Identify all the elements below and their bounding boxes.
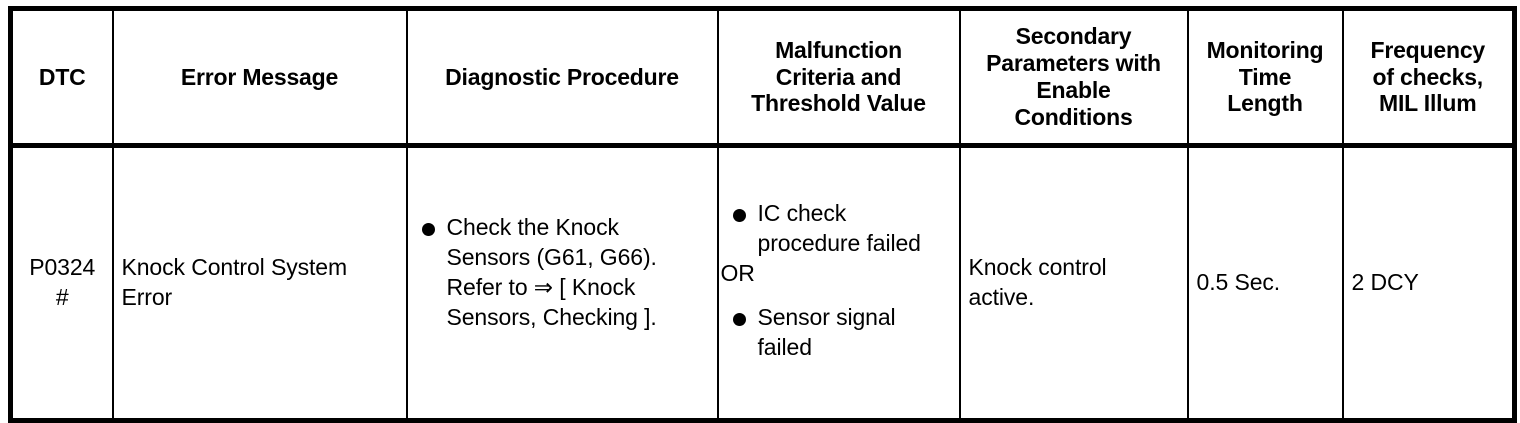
cell-dtc: P0324 #: [10, 145, 114, 421]
list-item: IC check procedure failed: [732, 199, 949, 259]
header-label-malfunction-line1: Malfunction: [775, 36, 902, 63]
header-label-diagnostic-procedure: Diagnostic Procedure: [445, 63, 679, 90]
header-row: DTC Error Message Diagnostic Procedure M…: [10, 8, 1515, 148]
column-header-error-message: Error Message: [111, 8, 408, 148]
secondary-parameters-value: Knock control active.: [968, 254, 1107, 310]
header-label-secondary-line3: Enable: [1036, 77, 1111, 103]
header-label-error-message: Error Message: [180, 63, 339, 90]
header-label-frequency-line1: Frequency: [1370, 36, 1485, 63]
header-label-malfunction-line3: Threshold Value: [751, 90, 926, 117]
diagnostic-procedure-text: Check the Knock Sensors (G61, G66). Refe…: [446, 214, 657, 330]
malfunction-criteria-text-1: IC check procedure failed: [757, 200, 921, 257]
error-message-value: Knock Control System Error: [121, 254, 348, 310]
header-label-frequency-line3: MIL Illum: [1379, 90, 1477, 117]
malfunction-criteria-list: IC check procedure failed OR Sensor sign…: [719, 199, 959, 362]
column-header-frequency-of-checks: Frequency of checks, MIL Illum: [1341, 8, 1515, 148]
cell-secondary-parameters: Knock control active.: [958, 145, 1189, 421]
header-label-malfunction-line2: Criteria and: [775, 63, 902, 90]
diagnostic-procedure-list: Check the Knock Sensors (G61, G66). Refe…: [408, 213, 717, 333]
header-label-monitoring-line3: Length: [1227, 90, 1303, 117]
header-label-secondary-line2: Parameters with: [986, 50, 1161, 77]
column-header-secondary-parameters: Secondary Parameters with Enable Conditi…: [958, 8, 1189, 148]
bullet-icon: [421, 223, 435, 237]
bullet-icon: [732, 312, 746, 326]
cell-error-message: Knock Control System Error: [111, 145, 408, 421]
header-label-monitoring-line1: Monitoring: [1206, 36, 1324, 63]
table-header: DTC Error Message Diagnostic Procedure M…: [10, 8, 1515, 148]
table-body: P0324 # Knock Control System Error Check…: [10, 145, 1515, 421]
cell-diagnostic-procedure: Check the Knock Sensors (G61, G66). Refe…: [405, 145, 719, 421]
malfunction-criteria-text-2: Sensor signal failed: [757, 303, 896, 360]
column-header-monitoring-time: Monitoring Time Length: [1186, 8, 1344, 148]
dtc-marker: #: [55, 284, 69, 310]
cell-frequency-of-checks: 2 DCY: [1341, 145, 1515, 421]
cell-malfunction-criteria: IC check procedure failed OR Sensor sign…: [716, 145, 961, 421]
dtc-code: P0324: [29, 254, 96, 281]
bullet-icon: [732, 209, 746, 223]
header-label-frequency-line2: of checks,: [1372, 63, 1484, 90]
header-label-dtc: DTC: [38, 63, 86, 90]
table-row: P0324 # Knock Control System Error Check…: [10, 145, 1515, 421]
list-item: Sensor signal failed: [732, 303, 949, 363]
malfunction-operator: OR: [720, 260, 755, 287]
header-label-secondary-line4: Conditions: [1014, 103, 1133, 130]
column-header-dtc: DTC: [10, 8, 114, 148]
dtc-diagnostic-table: DTC Error Message Diagnostic Procedure M…: [8, 6, 1517, 423]
column-header-malfunction-criteria: Malfunction Criteria and Threshold Value: [716, 8, 961, 148]
header-label-secondary-line1: Secondary: [1015, 23, 1132, 50]
frequency-of-checks-value: 2 DCY: [1351, 269, 1419, 296]
header-label-monitoring-line2: Time: [1238, 63, 1292, 90]
column-header-diagnostic-procedure: Diagnostic Procedure: [405, 8, 719, 148]
cell-monitoring-time: 0.5 Sec.: [1186, 145, 1344, 421]
monitoring-time-value: 0.5 Sec.: [1196, 269, 1281, 296]
list-item: Check the Knock Sensors (G61, G66). Refe…: [421, 213, 707, 333]
dtc-value-block: P0324 #: [13, 253, 112, 313]
